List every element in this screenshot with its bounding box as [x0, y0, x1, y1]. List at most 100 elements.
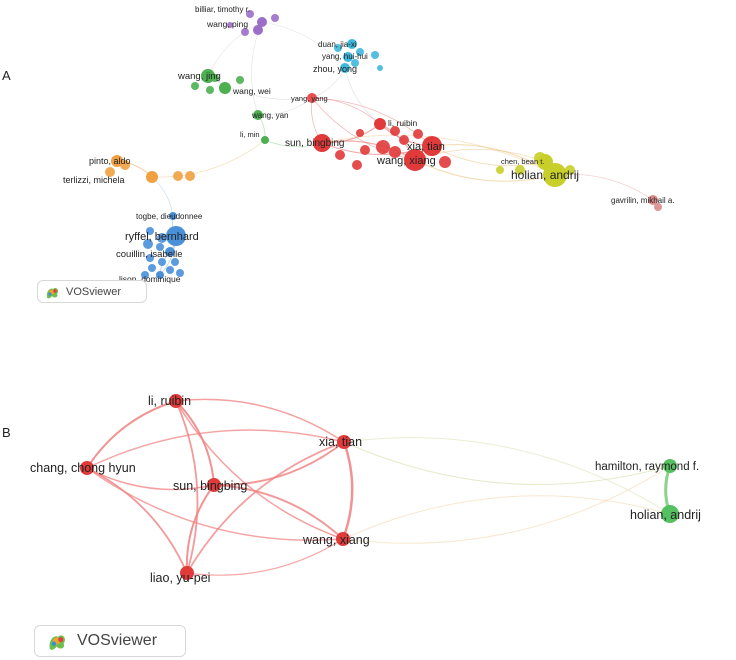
unlabeled-author-node	[143, 239, 153, 249]
panel-b-nodes	[80, 394, 679, 580]
author-label-ryffel: ryffel, bernhard	[125, 231, 199, 243]
edge-liruibin-wangxiang	[175, 400, 344, 540]
author-node-xiatian[interactable]	[337, 435, 351, 449]
author-node-pinto[interactable]	[111, 155, 123, 167]
edge-chang-xiatian	[86, 429, 345, 469]
unlabeled-author-node	[148, 264, 156, 272]
author-node-chang[interactable]	[80, 461, 94, 475]
author-node-sunbingbing[interactable]	[207, 478, 221, 492]
author-node-terlizzi[interactable]	[146, 171, 158, 183]
author-label-terlizzi: terlizzi, michela	[63, 175, 125, 185]
author-node-xiatian[interactable]	[422, 136, 442, 156]
edge-chang-wangxiang	[86, 467, 344, 541]
author-label-duan: duan, jia-xi	[318, 40, 357, 49]
unlabeled-author-node	[371, 51, 379, 59]
author-node-liruibin[interactable]	[169, 394, 183, 408]
author-label-togbe: togbe, dieudonnee	[136, 212, 203, 221]
author-label-sunbingbing: sun, bingbing	[173, 479, 247, 493]
author-label-holian: holian, andrij	[511, 168, 579, 182]
author-node-ryffel[interactable]	[166, 226, 186, 246]
author-label-yangyang: yang, yang	[291, 94, 328, 103]
unlabeled-author-node	[565, 165, 575, 175]
author-node-sunbingbing[interactable]	[313, 134, 331, 152]
author-node-limin[interactable]	[261, 136, 269, 144]
unlabeled-author-node	[335, 150, 345, 160]
unlabeled-author-node	[185, 171, 195, 181]
author-node-holian[interactable]	[543, 163, 567, 187]
author-node-liruibin[interactable]	[374, 118, 386, 130]
author-node-togbe[interactable]	[169, 212, 177, 220]
author-node-wangjing[interactable]	[201, 69, 215, 83]
author-node-yanghui[interactable]	[343, 52, 353, 62]
unlabeled-author-node	[654, 203, 662, 211]
edge-wangping-zhouyong	[261, 21, 346, 69]
author-node-couillin[interactable]	[165, 247, 175, 257]
vosviewer-badge-b: VOSviewer	[34, 625, 186, 657]
author-node-wangwei[interactable]	[219, 82, 231, 94]
unlabeled-author-node	[146, 227, 154, 235]
author-label-hamilton: hamilton, raymond f.	[595, 461, 699, 473]
edge-xiatian-wangxiang	[341, 441, 354, 540]
unlabeled-author-node	[236, 76, 244, 84]
author-node-billiar[interactable]	[253, 25, 263, 35]
author-label-lison: lison, dominique	[119, 274, 181, 284]
vosviewer-badge-text: VOSviewer	[77, 632, 158, 649]
unlabeled-author-node	[356, 129, 364, 137]
author-node-yangyang[interactable]	[307, 93, 317, 103]
author-label-gavrilin: gavrilin, mikhail a.	[611, 196, 675, 205]
edge-sunbingbing-liao	[185, 484, 215, 574]
author-node-holian[interactable]	[661, 505, 679, 523]
author-label-xiatian: xia, tian	[407, 141, 445, 153]
panel-a-label: A	[2, 68, 11, 83]
edge-zhouyong-liruibin	[344, 67, 381, 125]
unlabeled-author-node	[141, 271, 149, 279]
unlabeled-author-node	[271, 14, 279, 22]
author-label-zhouyong: zhou, yong	[313, 64, 357, 74]
author-node-gavrilin[interactable]	[648, 195, 658, 205]
unlabeled-author-node	[360, 145, 370, 155]
edge-xiatian-holian	[343, 437, 671, 515]
unlabeled-author-node	[376, 140, 390, 154]
author-label-wangjing: wang, jing	[177, 71, 221, 82]
author-node-wangxiang[interactable]	[336, 532, 350, 546]
author-label-xiatian: xia, tian	[319, 435, 362, 449]
unlabeled-author-node	[166, 266, 174, 274]
author-node-liao[interactable]	[180, 566, 194, 580]
edge-sunbingbing-xiatian	[321, 142, 433, 156]
author-node-duan[interactable]	[347, 39, 357, 49]
unlabeled-author-node	[377, 65, 383, 71]
unlabeled-author-node	[158, 258, 166, 266]
edge-liruibin-liao	[175, 400, 199, 574]
edge-terlizzi-togbe	[151, 176, 174, 217]
author-node-wangxiang[interactable]	[404, 149, 426, 171]
edge-wangjing-wangping	[207, 21, 263, 77]
author-label-billiar: billiar, timothy r.	[195, 5, 250, 14]
unlabeled-author-node	[241, 28, 249, 36]
unlabeled-author-node	[206, 86, 214, 94]
unlabeled-author-node	[176, 269, 184, 277]
edge-wangping-wangyan	[251, 21, 263, 116]
author-label-liao: liao, yu-pei	[150, 571, 210, 585]
author-node-wangyan[interactable]	[253, 110, 263, 120]
author-node-lison[interactable]	[156, 271, 164, 279]
unlabeled-author-node	[246, 10, 254, 18]
author-label-wangwei: wang, wei	[232, 86, 271, 96]
edge-wangxiang-holian	[414, 159, 556, 182]
author-node-hamilton[interactable]	[663, 459, 677, 473]
author-node-zhouyong[interactable]	[340, 63, 350, 73]
unlabeled-author-node	[105, 167, 115, 177]
author-label-holian: holian, andrij	[630, 508, 701, 522]
edge-liruibin-xiatian	[175, 398, 345, 443]
edge-xiatian-liao	[186, 441, 345, 574]
author-label-liruibin: li, ruibin	[388, 118, 418, 128]
author-label-wangxiang: wang, xiang	[302, 533, 370, 547]
author-label-chang: chang, chong hyun	[30, 461, 136, 475]
author-node-wangping[interactable]	[257, 17, 267, 27]
unlabeled-author-node	[351, 59, 359, 67]
unlabeled-author-node	[334, 44, 342, 52]
edge-yangyang-wangxiang	[311, 97, 416, 161]
edge-wangxiang-holian	[342, 495, 671, 540]
